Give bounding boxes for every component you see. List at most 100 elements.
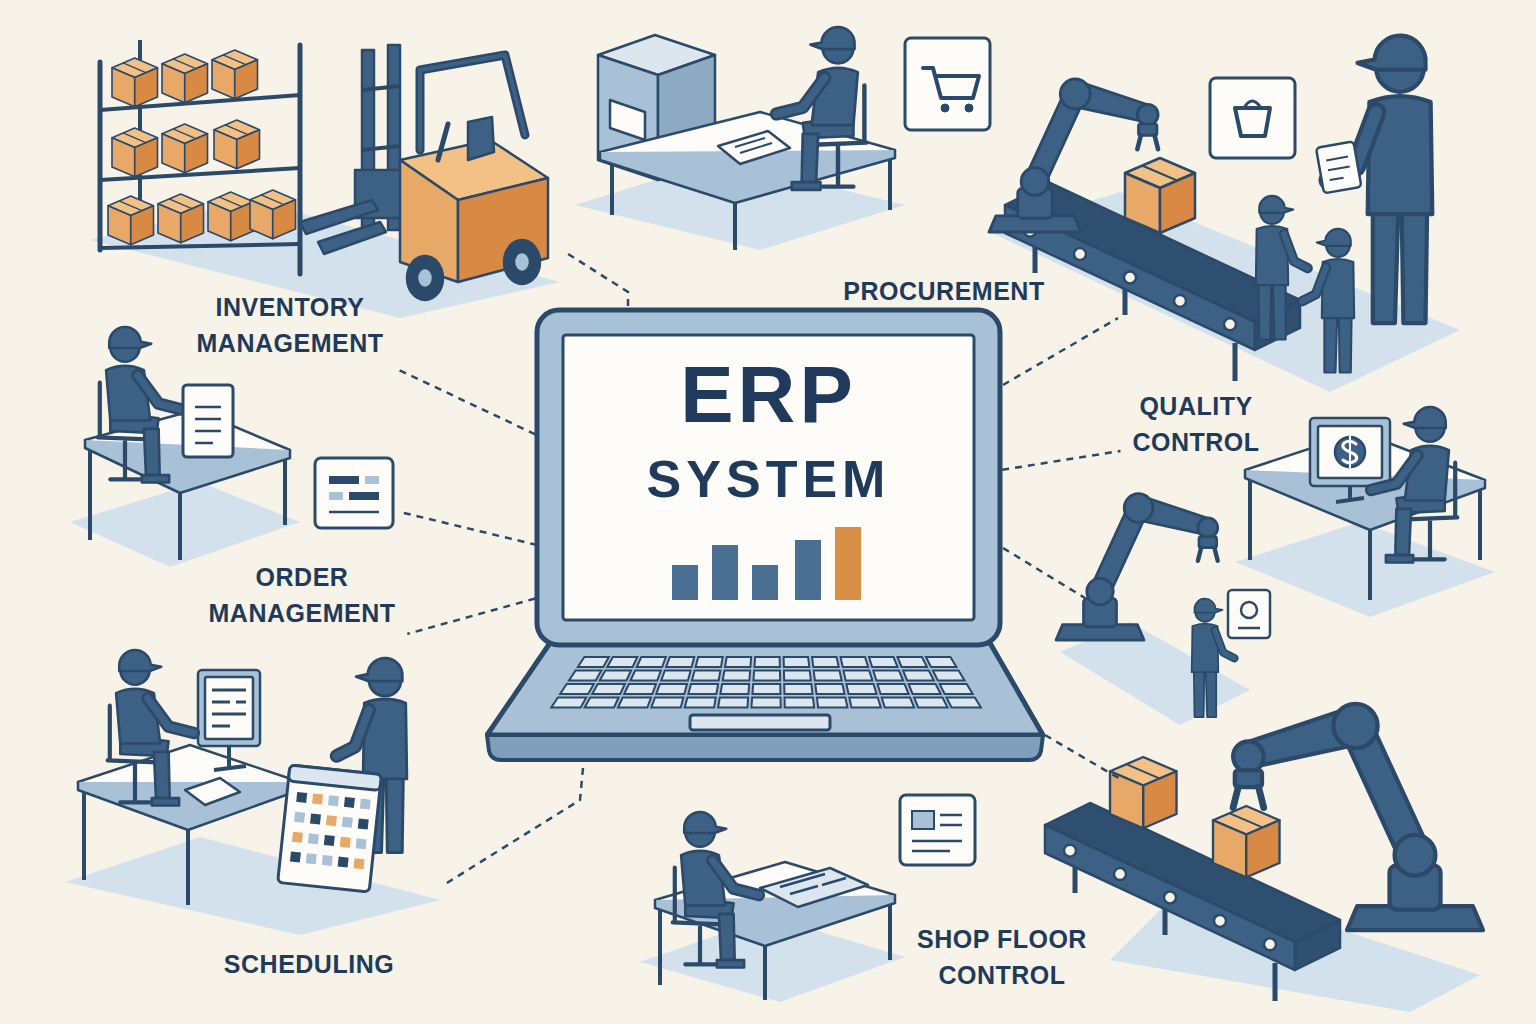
floor-shadow	[1235, 522, 1495, 617]
screen-icon	[365, 476, 379, 484]
bag-icon	[1210, 78, 1295, 158]
bag-icon	[1244, 101, 1261, 108]
keyboard-key	[846, 684, 876, 694]
keyboard-key	[946, 698, 980, 708]
calendar-board	[294, 812, 305, 823]
forklift	[417, 268, 433, 288]
forklift	[300, 45, 548, 300]
chart-bar	[835, 527, 861, 600]
inspection-cell	[1056, 494, 1234, 717]
keyboard-key	[926, 657, 956, 667]
module-label-box: SHOP FLOOR CONTROL	[901, 917, 1103, 998]
keyboard-key	[661, 671, 690, 681]
inspection-cell	[1056, 494, 1218, 640]
keyboard-key	[849, 698, 881, 708]
keyboard-key	[873, 671, 903, 681]
calendar-board	[310, 813, 321, 824]
floor-shadow	[65, 837, 440, 935]
calendar-board	[340, 837, 351, 848]
assembly-line	[1213, 806, 1280, 877]
storage-shelf	[208, 192, 254, 241]
procurement-desk	[776, 27, 866, 190]
calendar-board	[312, 794, 323, 805]
screen-text: ERPSYSTEM	[563, 355, 974, 505]
chart-bar	[712, 545, 738, 600]
order-desk	[214, 746, 246, 770]
cart-icon	[965, 104, 973, 112]
keyboard-key	[815, 684, 844, 694]
keyboard-key	[692, 671, 720, 681]
order-desk	[205, 677, 253, 739]
forklift	[438, 124, 448, 160]
calendar-board	[296, 792, 307, 803]
dashed-connector	[395, 368, 535, 434]
module-label: QUALITY CONTROL	[1132, 388, 1259, 461]
shop-floor-desk	[760, 868, 868, 907]
calendar-board	[292, 832, 303, 843]
module-label: ORDER MANAGEMENT	[209, 559, 396, 632]
dashed-connector	[1002, 451, 1120, 470]
forklift	[514, 252, 530, 272]
keyboard-key	[607, 657, 637, 667]
module-label: SHOP FLOOR CONTROL	[907, 921, 1097, 994]
cart-icon	[905, 38, 990, 130]
production-line	[1256, 196, 1308, 340]
keyboard-key	[785, 698, 815, 708]
screen-icon	[315, 458, 393, 528]
document-icon	[183, 385, 233, 457]
order-desk	[78, 650, 407, 905]
screen-icon	[349, 492, 379, 500]
clipboard	[1326, 157, 1351, 181]
order-desk	[212, 690, 246, 726]
tag-icon	[1228, 590, 1270, 638]
storage-shelf	[112, 128, 158, 177]
production-line	[989, 36, 1432, 381]
keyboard-key	[914, 698, 947, 708]
storage-shelf	[162, 54, 208, 103]
keyboard-key	[812, 657, 839, 667]
clipboard	[1316, 141, 1361, 193]
keyboard-key	[618, 698, 651, 708]
bag-icon	[1210, 78, 1295, 158]
storage-shelf	[100, 40, 300, 274]
storage-shelf	[112, 58, 158, 107]
keyboard-key	[725, 657, 751, 667]
report-icon	[900, 795, 975, 865]
tag-icon	[1241, 602, 1257, 618]
keyboard-key	[754, 657, 779, 667]
forklift	[362, 86, 400, 150]
storage-shelf	[100, 95, 300, 248]
keyboard-key	[666, 657, 694, 667]
bag-icon	[1235, 108, 1270, 136]
keyboard-key	[752, 684, 780, 694]
report-icon	[912, 811, 934, 829]
dashed-connector	[407, 599, 535, 634]
production-line	[1302, 229, 1354, 373]
module-label: PROCUREMENT	[843, 273, 1044, 309]
erp-laptop: ERPSYSTEM	[485, 305, 1045, 765]
dashed-link	[1003, 318, 1118, 385]
forklift	[407, 256, 443, 300]
forklift	[504, 240, 540, 284]
calendar-board	[278, 765, 382, 892]
storage-shelf	[108, 196, 154, 245]
module-label-box: SCHEDULING	[218, 942, 400, 986]
keyboard-key	[720, 684, 749, 694]
document-icon	[195, 407, 221, 443]
keyboard-key	[814, 671, 842, 681]
keyboard-key	[696, 657, 723, 667]
procurement-desk	[718, 131, 790, 164]
calendar-board	[338, 857, 349, 868]
keyboard-key	[817, 698, 848, 708]
storage-shelf	[158, 194, 204, 243]
dashed-link	[1045, 735, 1122, 780]
storage-shelf	[214, 120, 260, 169]
module-label: SCHEDULING	[224, 946, 394, 982]
inventory-desk	[98, 327, 184, 482]
keyboard-key	[685, 698, 716, 708]
keyboard-key	[569, 671, 601, 681]
inventory-desk	[85, 327, 290, 560]
dashed-link	[1003, 548, 1085, 598]
floor-shadow	[65, 160, 1495, 1012]
